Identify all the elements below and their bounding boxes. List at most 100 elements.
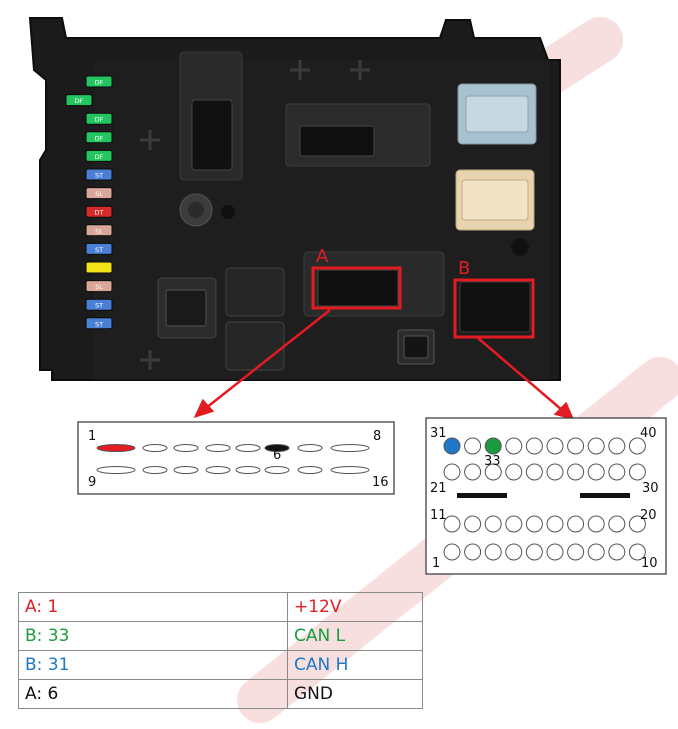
fuse-label: DF — [75, 97, 84, 105]
fuse: DF — [85, 75, 113, 88]
fuse-label: ST — [95, 302, 103, 310]
fuse-label: SL — [95, 190, 103, 198]
b-pin-label-31: 31 — [430, 426, 447, 441]
fuse-label: DF — [95, 153, 104, 161]
b-pin-label-30: 30 — [642, 481, 659, 496]
connector-b-pin — [587, 515, 605, 533]
connector-a-pin — [297, 466, 323, 474]
fuse-label: DF — [95, 134, 104, 142]
connector-b-pin — [546, 463, 564, 481]
connector-b-pin — [628, 515, 646, 533]
connector-b-pin — [443, 437, 461, 455]
connector-a-pin — [173, 466, 199, 474]
pin-table-row: A: 1+12V — [18, 592, 423, 622]
fuse: SL — [85, 224, 113, 237]
connector-b-pin — [484, 437, 502, 455]
connector-b-pin — [443, 463, 461, 481]
connector-a-pin — [96, 466, 136, 474]
connector-b-pin — [567, 463, 585, 481]
fuse-box-module — [28, 17, 561, 381]
fuse-label: SL — [95, 227, 103, 235]
connector-b-pin — [464, 463, 482, 481]
fuse: ST — [85, 168, 113, 181]
connector-b-pin — [443, 543, 461, 561]
connector-b-pin — [505, 515, 523, 533]
connector-b-highlight — [453, 278, 535, 339]
a-pin-label-1: 1 — [88, 429, 96, 444]
fuse-label: DT — [95, 209, 104, 217]
a-pin-label-8: 8 — [373, 429, 381, 444]
b-pin-label-40: 40 — [640, 426, 657, 441]
fuse: DT — [85, 205, 113, 218]
connector-b-pin — [628, 463, 646, 481]
connector-a-pin — [142, 444, 168, 452]
fuse-label: ST — [95, 246, 103, 254]
connector-b-pin — [546, 515, 564, 533]
fuse: ST — [85, 242, 113, 255]
connector-b-pin — [443, 515, 461, 533]
b-pin-label-11: 11 — [430, 508, 447, 523]
fuse-label: ST — [95, 172, 103, 180]
b-pin-label-10: 10 — [641, 556, 658, 571]
fuse: SL — [85, 280, 113, 293]
a-pin-label-9: 9 — [88, 475, 96, 490]
connector-a-highlight — [311, 266, 402, 310]
connector-b-pin — [484, 515, 502, 533]
connector-a-label: A — [316, 246, 329, 267]
pin-id-cell: A: 1 — [18, 592, 288, 622]
connector-b-pin — [546, 437, 564, 455]
signal-cell: GND — [287, 679, 423, 709]
connector-b-pin — [525, 543, 543, 561]
b-pin-label-33: 33 — [484, 454, 501, 469]
pin-id-cell: A: 6 — [18, 679, 288, 709]
connector-b-pin — [567, 515, 585, 533]
connector-a-pin — [96, 444, 136, 452]
b-pin-label-20: 20 — [640, 508, 657, 523]
connector-a-pin — [205, 444, 231, 452]
connector-a-pin — [142, 466, 168, 474]
connector-b-pin — [587, 463, 605, 481]
fuse: DF — [85, 149, 113, 162]
connector-b-pin — [567, 543, 585, 561]
connector-b-pin — [464, 543, 482, 561]
fuse: DF — [65, 94, 93, 107]
connector-a-pin — [205, 466, 231, 474]
b-pin-label-1: 1 — [432, 556, 440, 571]
connector-b-pin — [525, 515, 543, 533]
fuse: DF — [85, 112, 113, 125]
connector-b-pin — [525, 463, 543, 481]
connector-b-pin — [587, 543, 605, 561]
connector-b-pin — [608, 437, 626, 455]
connector-a-pin — [264, 444, 290, 452]
connector-b-pin — [505, 463, 523, 481]
fuse: ST — [85, 317, 113, 330]
connector-b-pinout: 31 40 33 21 30 11 20 1 10 — [425, 417, 667, 575]
fuse — [85, 261, 113, 274]
connector-a-pin — [235, 466, 261, 474]
connector-a-pin — [297, 444, 323, 452]
connector-b-pin — [608, 515, 626, 533]
fuse-label: ST — [95, 320, 103, 328]
fuse: SL — [85, 187, 113, 200]
fuse-label: DF — [95, 79, 104, 87]
signal-cell: +12V — [287, 592, 423, 622]
fuse: ST — [85, 298, 113, 311]
connector-b-pin — [628, 437, 646, 455]
connector-b-pin — [567, 437, 585, 455]
a-pin-label-16: 16 — [372, 475, 389, 490]
b-key-bar-left — [457, 493, 507, 498]
pin-id-cell: B: 31 — [18, 650, 288, 680]
connector-b-pin — [464, 515, 482, 533]
pin-id-cell: B: 33 — [18, 621, 288, 651]
connector-b-pin — [628, 543, 646, 561]
signal-cell: CAN L — [287, 621, 423, 651]
connector-b-pin — [484, 543, 502, 561]
arrow-a — [193, 309, 331, 419]
connector-a-pin — [173, 444, 199, 452]
connector-b-pin — [587, 437, 605, 455]
